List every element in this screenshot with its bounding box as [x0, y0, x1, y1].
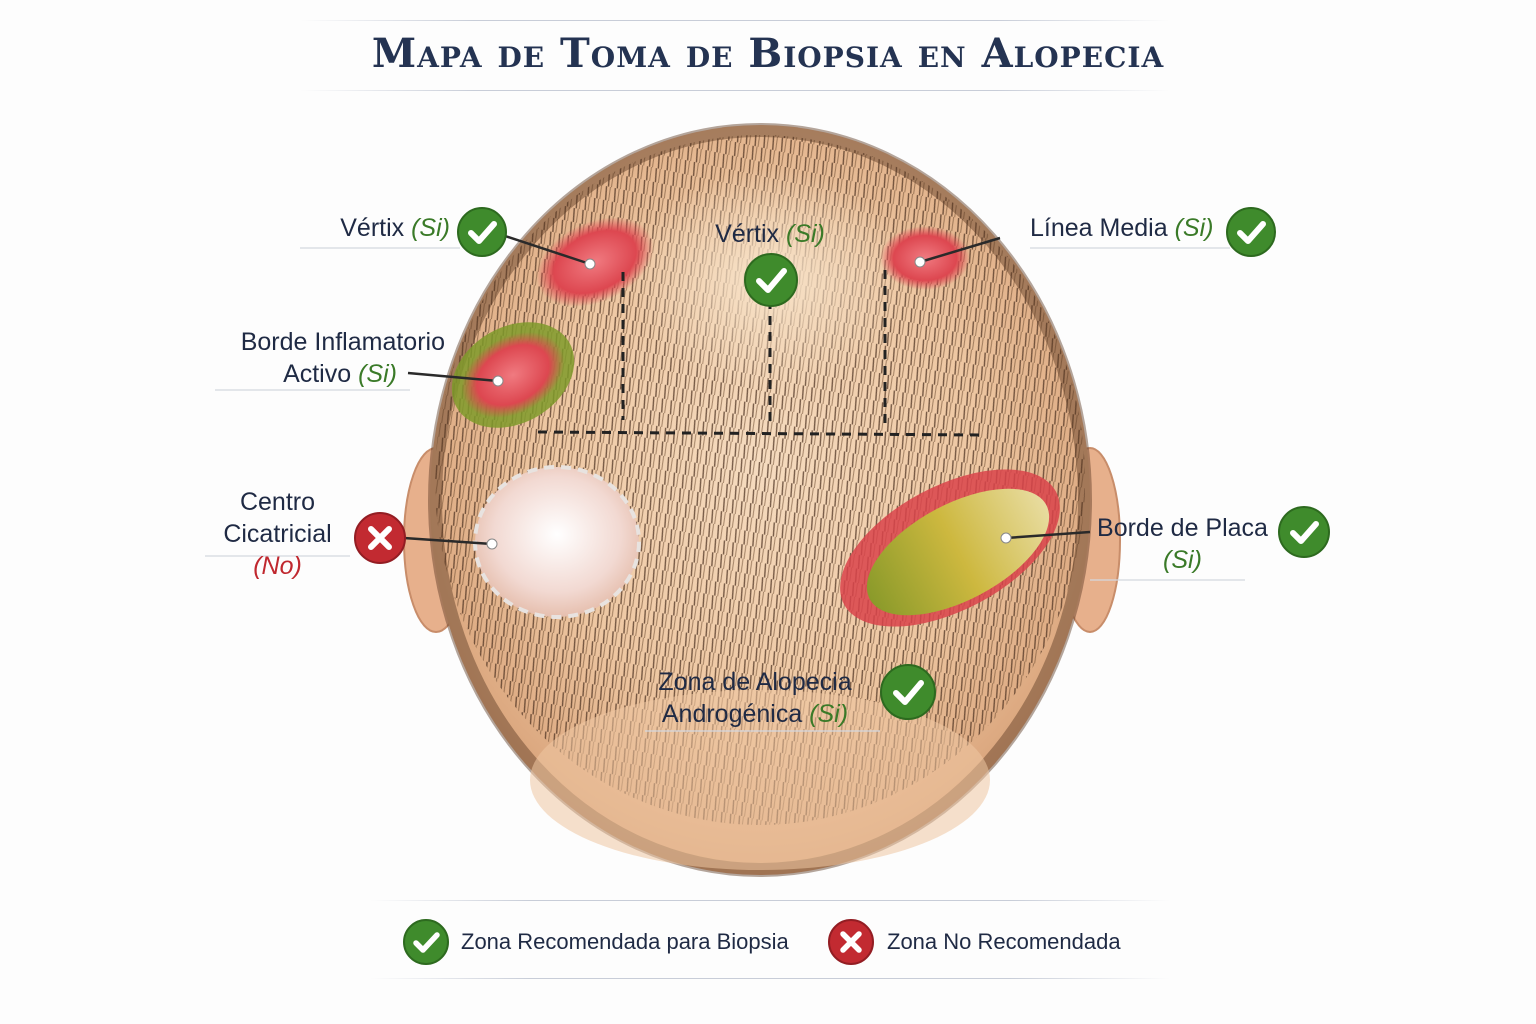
- label-text: Cicatricial: [223, 520, 332, 548]
- leader-borde-inflamatorio: [407, 371, 499, 383]
- leader-centro-cicatricial: [403, 536, 493, 546]
- legend-recommended: Zona Recomendada para Biopsia: [461, 929, 789, 954]
- legend-top-rule: [370, 900, 1170, 901]
- marker-borde-placa: [1000, 532, 1012, 544]
- label-linea-media: Línea Media (Si): [1030, 212, 1230, 244]
- label-text: Borde Inflamatorio: [240, 328, 445, 356]
- linea-media-lesion: [880, 226, 970, 290]
- legend-not-recommended: Zona No Recomendada: [887, 929, 1121, 954]
- label-text: Línea Media: [1030, 214, 1168, 242]
- leader-vertix-left: [504, 234, 591, 266]
- label-text: Borde de Placa: [1097, 514, 1268, 542]
- label-zona-androgenica: Zona de Alopecia Androgénica (Si): [640, 666, 870, 730]
- check-circle-icon: [403, 919, 449, 965]
- label-tag-yes: (Si): [1163, 546, 1202, 574]
- check-circle-icon: [744, 253, 798, 307]
- label-borde-placa: Borde de Placa (Si): [1090, 512, 1275, 576]
- label-tag-no: (No): [253, 552, 302, 580]
- marker-linea-media: [914, 256, 926, 268]
- label-text: Vértix: [715, 220, 780, 248]
- label-text: Centro: [239, 488, 316, 516]
- cross-circle-icon: [828, 919, 874, 965]
- label-tag-yes: (Si): [1174, 214, 1214, 242]
- title-bottom-rule: [300, 90, 1170, 91]
- label-text: Androgénica: [661, 700, 803, 728]
- scarring-center-lesion: [473, 465, 641, 619]
- marker-centro-cicatricial: [486, 538, 498, 550]
- biopsy-guide-lines: [537, 270, 981, 437]
- label-centro-cicatricial: Centro Cicatricial (No): [200, 486, 355, 582]
- page-title: Mapa de Toma de Biopsia en Alopecia: [371, 30, 1165, 77]
- cross-circle-icon: [354, 512, 406, 564]
- label-tag-yes: (Si): [785, 220, 825, 248]
- label-text: Zona de Alopecia: [658, 668, 852, 696]
- marker-borde-inflamatorio: [492, 375, 504, 387]
- hair-coverage: [435, 135, 1085, 825]
- check-circle-icon: [1278, 506, 1330, 558]
- label-tag-yes: (Si): [809, 700, 849, 728]
- label-vertix-center: Vértix (Si): [690, 218, 850, 250]
- occipital-skin: [530, 690, 990, 870]
- check-circle-icon: [880, 664, 936, 720]
- plaque-lesion: [866, 488, 1050, 616]
- leader-borde-placa: [1005, 530, 1091, 540]
- leader-linea-media: [919, 236, 1001, 264]
- label-tag-yes: (Si): [358, 360, 397, 388]
- label-tag-yes: (Si): [411, 214, 450, 242]
- label-text: Vértix: [340, 214, 405, 242]
- legend-bottom-rule: [370, 978, 1170, 979]
- check-circle-icon: [457, 207, 507, 257]
- label-vertix-left: Vértix (Si): [290, 212, 450, 244]
- title-top-rule: [300, 20, 1170, 21]
- check-circle-icon: [1226, 207, 1276, 257]
- marker-vertix-left: [584, 258, 596, 270]
- label-text: Activo: [283, 360, 352, 388]
- label-borde-inflamatorio: Borde Inflamatorio Activo (Si): [190, 326, 445, 390]
